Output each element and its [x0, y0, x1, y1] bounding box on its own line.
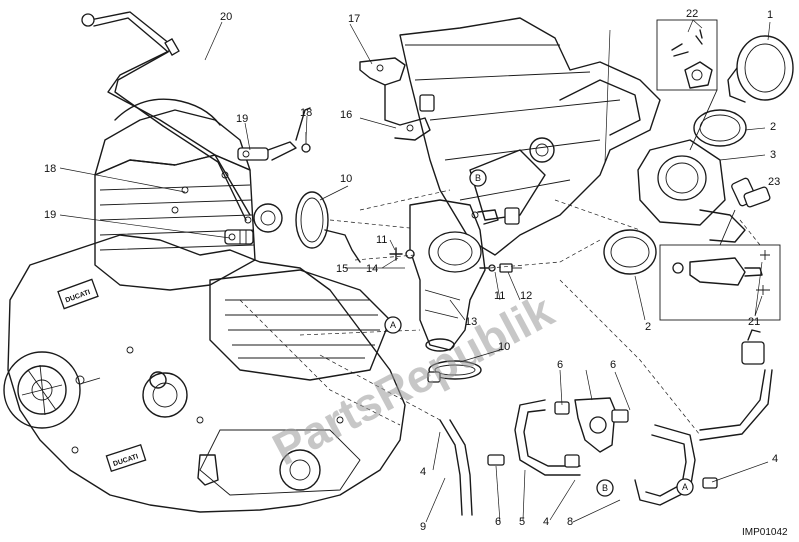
callout-20: 20	[220, 11, 232, 23]
airbox	[399, 17, 661, 256]
svg-text:B: B	[602, 483, 608, 493]
throttle-body	[603, 35, 794, 275]
svg-text:B: B	[475, 173, 481, 183]
callout-10: 10	[498, 341, 510, 353]
reference-marker-A-2: A	[676, 478, 694, 496]
callout-18: 18	[300, 107, 312, 119]
callout-17: 17	[348, 13, 360, 25]
gasket-23	[743, 186, 771, 208]
callout-10: 10	[340, 173, 352, 185]
fasteners	[301, 132, 522, 273]
hose-assembly-left	[439, 419, 505, 516]
callout-4: 4	[420, 466, 426, 478]
reference-marker-B-2: B	[596, 479, 614, 497]
callout-13: 13	[465, 316, 477, 328]
callout-8: 8	[567, 516, 573, 528]
callout-22: 22	[686, 8, 698, 20]
assembly-lines	[239, 189, 761, 436]
callout-4: 4	[543, 516, 549, 528]
callout-9: 9	[420, 521, 426, 533]
callout-2: 2	[645, 321, 651, 333]
callout-23: 23	[768, 176, 780, 188]
callout-15: 15	[336, 263, 348, 275]
svg-text:A: A	[682, 482, 688, 492]
reference-marker-A-1: A	[384, 316, 402, 334]
sensor-bracket	[359, 57, 431, 141]
callout-1: 1	[767, 9, 773, 21]
callout-19: 19	[44, 209, 56, 221]
engine-block: DUCATI DUCATI	[3, 98, 406, 513]
hose-assembly-middle	[514, 399, 581, 476]
drawing-code: IMP01042	[742, 527, 788, 538]
hose-clamp-lower	[427, 360, 482, 383]
callout-16: 16	[340, 109, 352, 121]
callout-2: 2	[770, 121, 776, 133]
air-valve	[574, 397, 629, 453]
injector-lower	[224, 229, 254, 245]
callout-3: 3	[770, 149, 776, 161]
callout-14: 14	[366, 263, 378, 275]
intake-manifold	[409, 199, 499, 352]
breather-pipe	[81, 11, 251, 221]
leader-lines	[59, 19, 771, 523]
callout-12: 12	[520, 290, 532, 302]
callout-11: 11	[494, 290, 505, 302]
callout-6: 6	[610, 359, 616, 371]
callout-18: 18	[44, 163, 56, 175]
callout-6: 6	[495, 516, 501, 528]
svg-text:A: A	[390, 320, 396, 330]
callout-labels: 1 2 2 3 4 4 4 5 6 6 6 8 9 10 10 11 11 12…	[44, 8, 780, 533]
inset-box-21	[659, 209, 781, 321]
callout-19: 19	[236, 113, 248, 125]
inset-box-22	[656, 19, 718, 151]
callout-11: 11	[376, 234, 387, 246]
callout-21: 21	[748, 316, 760, 328]
hose-clamp-upper	[295, 191, 361, 263]
hose-assembly-right	[634, 329, 773, 506]
injector-upper	[237, 107, 311, 161]
reference-marker-B-1: B	[469, 169, 487, 187]
callout-4: 4	[772, 453, 778, 465]
callout-6: 6	[557, 359, 563, 371]
callout-5: 5	[519, 516, 525, 528]
